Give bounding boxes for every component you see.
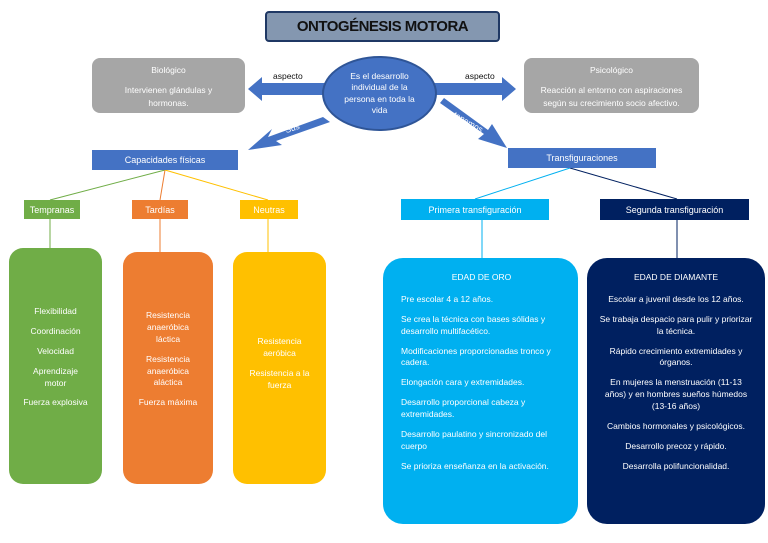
list-item: Fuerza explosiva: [23, 397, 88, 408]
list-item: Aprendizaje motor: [33, 365, 78, 388]
biologico-title: Biológico: [151, 65, 186, 75]
list-item: Elongación cara y extremidades.: [401, 377, 525, 388]
list-item: Se prioriza enseñanza en la activación.: [401, 460, 549, 471]
sus-arrow: [248, 117, 330, 150]
segunda-transfiguracion-node: Segunda transfiguración: [600, 199, 749, 220]
list-item: Velocidad: [37, 345, 74, 356]
list-item: Se crea la técnica con bases sólidas y d…: [401, 313, 546, 336]
psicologico-box: Psicológico Reacción al entorno con aspi…: [524, 58, 699, 113]
list-item: Resistencia anaeróbica aláctica: [146, 353, 190, 388]
list-item: Flexibilidad: [34, 306, 77, 316]
edad-de-diamante-heading: EDAD DE DIAMANTE: [633, 272, 719, 282]
list-item: Fuerza máxima: [138, 397, 198, 408]
aspecto-left-arrow: [248, 77, 332, 101]
list-item: Desarrollo paulatino y sincronizado del …: [401, 429, 547, 451]
list-item: Se trabaja despacio para pulir y prioriz…: [599, 313, 753, 336]
line-primera: [474, 167, 571, 200]
list-item: Cambios hormonales y psicológicos.: [607, 421, 745, 432]
line-neutras: [164, 169, 269, 201]
biologico-text: Intervienen glándulas y hormonas.: [124, 85, 213, 108]
list-item: Desarrollo proporcional cabeza y extremi…: [401, 397, 526, 420]
list-item: Resistencia a la fuerza: [249, 367, 310, 390]
capacidades-fisicas-node: Capacidades físicas: [92, 150, 238, 170]
line-tardias: [159, 169, 166, 201]
tempranas-node: Tempranas: [24, 200, 80, 219]
biologico-box: Biológico Intervienen glándulas y hormon…: [92, 58, 245, 113]
neutras-card: Resistencia aeróbica Resistencia a la fu…: [233, 252, 326, 484]
psicologico-text: Reacción al entorno con aspiraciones seg…: [540, 85, 683, 108]
tenemos-arrow: [440, 98, 507, 148]
primera-transfiguracion-node: Primera transfiguración: [401, 199, 549, 220]
list-item: Pre escolar 4 a 12 años.: [401, 293, 494, 304]
line-tempranas: [49, 169, 166, 201]
psicologico-title: Psicológico: [590, 65, 633, 75]
central-text: Es el desarrollo individual de la person…: [344, 71, 415, 115]
list-item: Resistencia anaeróbica láctica: [146, 310, 190, 344]
list-item: En mujeres la menstruación (11-13 años) …: [604, 377, 748, 412]
diagram-title: ONTOGÉNESIS MOTORA: [265, 11, 500, 42]
edad-de-oro-heading: EDAD DE ORO: [451, 272, 512, 282]
list-item: Rápido crecimiento extremidades y órgano…: [609, 345, 743, 368]
list-item: Modificaciones proporcionadas tronco y c…: [401, 345, 551, 368]
list-item: Desarrollo precoz y rápido.: [625, 440, 727, 451]
tardias-card: Resistencia anaeróbica láctica Resistenc…: [123, 252, 213, 484]
tardias-node: Tardías: [132, 200, 188, 219]
list-item: Escolar a juvenil desde los 12 años.: [608, 293, 744, 304]
list-item: Resistencia aeróbica: [257, 336, 302, 358]
line-segunda: [569, 167, 678, 200]
transfiguraciones-node: Transfiguraciones: [508, 148, 656, 168]
aspecto-left-label: aspecto: [273, 71, 303, 81]
tempranas-card: Flexibilidad Coordinación Velocidad Apre…: [9, 248, 102, 484]
central-node: Es el desarrollo individual de la person…: [322, 56, 437, 131]
list-item: Desarrolla polifuncionalidad.: [622, 460, 730, 471]
edad-de-oro-card: EDAD DE ORO Pre escolar 4 a 12 años. Se …: [383, 258, 578, 524]
neutras-node: Neutras: [240, 200, 298, 219]
edad-de-diamante-card: EDAD DE DIAMANTE Escolar a juvenil desde…: [587, 258, 765, 524]
aspecto-right-arrow: [432, 77, 516, 101]
list-item: Coordinación: [30, 325, 81, 336]
aspecto-right-label: aspecto: [465, 71, 495, 81]
